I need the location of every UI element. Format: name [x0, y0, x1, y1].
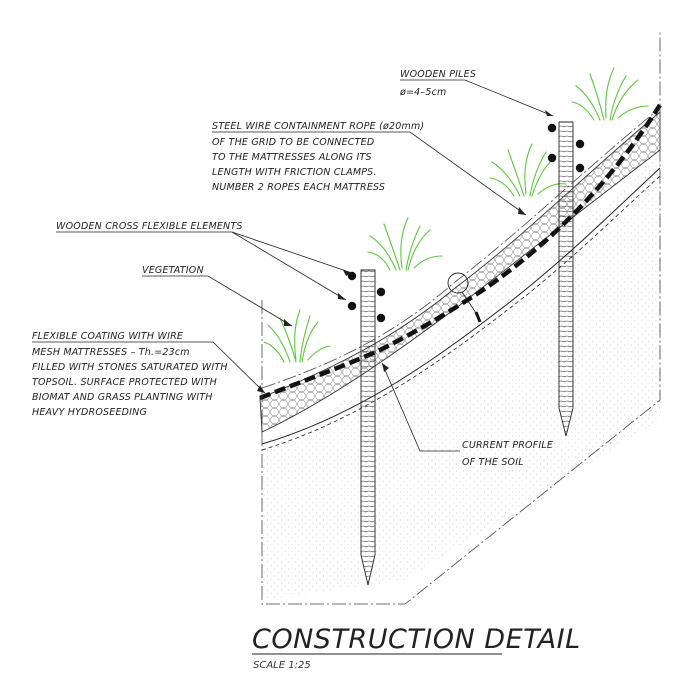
- topsoil-line: [261, 107, 661, 389]
- cross-element-dot: [376, 313, 386, 323]
- friction-clamp-circle: [447, 272, 469, 294]
- cross-element-dot: [547, 123, 557, 133]
- vegetation-clump-2: [367, 217, 443, 271]
- label-vegetation: VEGETATION: [142, 265, 204, 276]
- drawing-scale: SCALE 1:25: [253, 660, 311, 671]
- clamp-anchor: [474, 311, 482, 323]
- current-soil-profile-line: [261, 167, 661, 445]
- vegetation-clump-3: [489, 143, 567, 197]
- cross-element-dot: [575, 139, 585, 149]
- wooden-pile-left: [347, 269, 386, 586]
- clamp-leader: [461, 291, 479, 317]
- wooden-pile-right: [547, 121, 585, 437]
- soil-profile-hatch: [261, 175, 661, 451]
- label-flexible-coating: FLEXIBLE COATING WITH WIRE MESH MATTRESS…: [32, 331, 231, 418]
- cross-element-dot: [575, 163, 585, 173]
- cross-element-dot: [347, 301, 357, 311]
- cross-element-dot: [547, 153, 557, 163]
- label-wooden-cross-elements: WOODEN CROSS FLEXIBLE ELEMENTS: [56, 221, 243, 232]
- section-boundary: [261, 30, 661, 605]
- cross-element-dot: [376, 287, 386, 297]
- label-wooden-piles: WOODEN PILES ø=4–5cm: [399, 69, 479, 98]
- label-steel-wire-rope: STEEL WIRE CONTAINMENT ROPE (ø20mm) OF T…: [212, 121, 428, 193]
- label-current-profile: CURRENT PROFILE OF THE SOIL: [462, 440, 556, 468]
- leader-lines: [32, 79, 554, 452]
- steel-wire-rope: [259, 103, 662, 401]
- drawing-title: CONSTRUCTION DETAIL: [252, 624, 581, 655]
- vegetation-clump-4: [571, 67, 649, 121]
- vegetation-clump-1: [263, 309, 331, 363]
